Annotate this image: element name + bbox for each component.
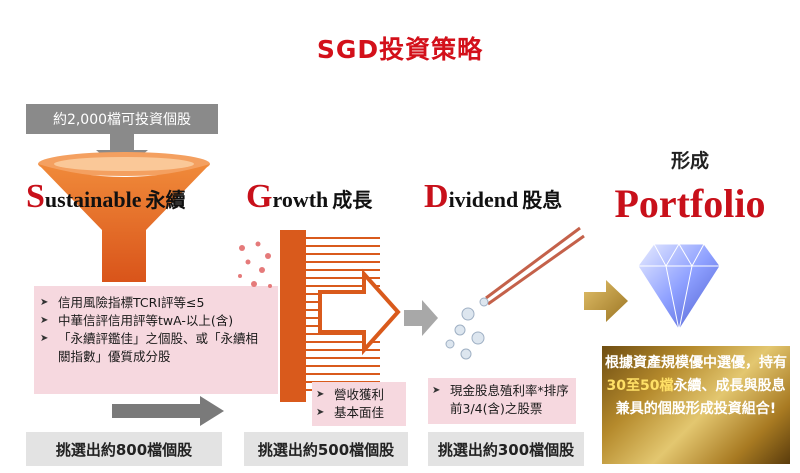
stage-cn-label: 成長 [332, 188, 373, 212]
criteria-list: 營收獲利 基本面佳 [312, 382, 406, 422]
criteria-item: 「永續評鑑佳」之個股、或「永續相關指數」優質成分股 [38, 330, 270, 366]
result-badge: 挑選出約500檔個股 [244, 432, 408, 466]
desc-text: 根據資產規模優中選優，持有 [605, 355, 787, 371]
desc-highlight: 30至50檔 [606, 378, 674, 394]
growth-criteria-box: 營收獲利 基本面佳 [312, 382, 406, 426]
tweezers-icon [445, 226, 585, 360]
funnel-icon [38, 152, 210, 282]
criteria-item: 現金股息殖利率*排序前3/4(含)之股票 [430, 382, 572, 418]
result-badge: 挑選出約800檔個股 [26, 432, 222, 466]
result-badge: 挑選出約300檔個股 [428, 432, 584, 466]
stage-word: ustainable [44, 187, 142, 212]
particles-icon [238, 241, 272, 288]
stage-cn-label: 永續 [145, 188, 186, 212]
stage-letter: S [26, 178, 45, 215]
right-arrow-icon [404, 300, 438, 336]
stage-word: rowth [272, 187, 329, 212]
portfolio-heading: Portfolio [614, 181, 766, 226]
sustainable-criteria-box: 信用風險指標TCRI評等≤5 中華信評信用評等twA-以上(含) 「永續評鑑佳」… [34, 286, 278, 394]
stock-pool-label: 約2,000檔可投資個股 [26, 104, 218, 134]
criteria-item: 基本面佳 [314, 404, 404, 422]
dividend-criteria-box: 現金股息殖利率*排序前3/4(含)之股票 [428, 378, 576, 424]
stage-letter: D [424, 178, 449, 215]
right-arrow-icon [584, 280, 628, 322]
diamond-icon [637, 243, 721, 331]
filter-icon [280, 230, 401, 402]
criteria-item: 信用風險指標TCRI評等≤5 [38, 294, 270, 312]
stage-cn-label: 股息 [522, 188, 563, 212]
stage-growth-heading: Growth 成長 [246, 178, 372, 216]
stage-sustainable-heading: Sustainable 永續 [26, 178, 186, 216]
criteria-list: 現金股息殖利率*排序前3/4(含)之股票 [428, 378, 576, 418]
criteria-item: 中華信評信用評等twA-以上(含) [38, 312, 270, 330]
stage-dividend-heading: Dividend 股息 [424, 178, 562, 216]
stage-letter: G [246, 178, 273, 215]
criteria-item: 營收獲利 [314, 386, 404, 404]
portfolio-description: 根據資產規模優中選優，持有 30至50檔永續、成長與股息兼具的個股形成投資組合! [602, 346, 790, 464]
criteria-list: 信用風險指標TCRI評等≤5 中華信評信用評等twA-以上(含) 「永續評鑑佳」… [34, 286, 278, 366]
form-label: 形成 [670, 150, 709, 172]
page-title: SGD投資策略 [316, 35, 484, 64]
right-arrow-icon [112, 396, 224, 426]
desc-text: 永續、成長與股息兼具的個股形成投資組合! [615, 378, 786, 417]
stage-word: ividend [448, 187, 519, 212]
